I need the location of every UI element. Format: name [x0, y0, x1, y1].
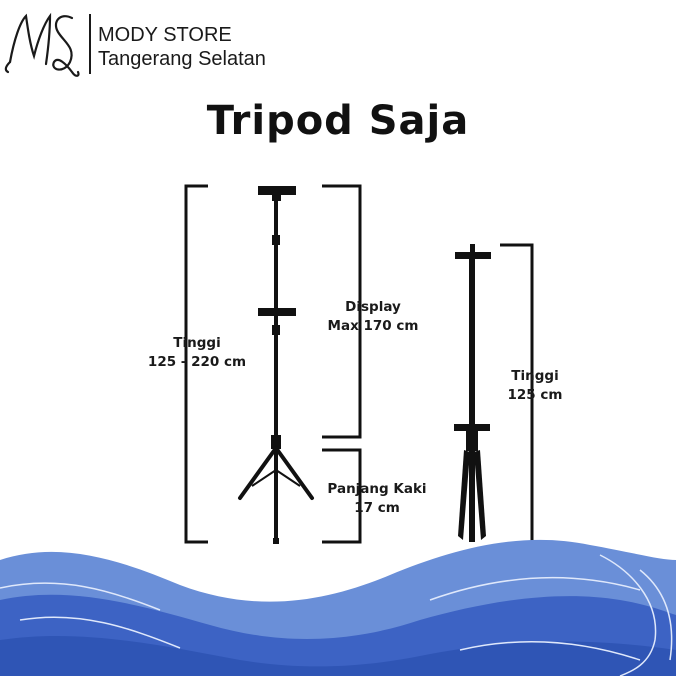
tripod-extended: [238, 186, 314, 544]
label-leg-line1: Panjang Kaki: [327, 481, 427, 497]
label-display-line1: Display: [345, 299, 401, 315]
tripod-folded: [454, 244, 491, 542]
wave-decoration: [0, 539, 676, 676]
bracket-display: [322, 184, 362, 439]
brand-divider: [89, 14, 91, 74]
store-city: Tangerang Selatan: [98, 48, 266, 70]
page-title: Tripod Saja: [206, 98, 470, 144]
label-height-folded-line2: 125 cm: [507, 387, 563, 403]
label-height-full-line1: Tinggi: [173, 335, 221, 351]
label-height-full: Tinggi 125 - 220 cm: [137, 334, 257, 372]
store-name: MODY STORE: [98, 24, 232, 46]
label-height-folded: Tinggi 125 cm: [495, 367, 575, 405]
label-leg-line2: 17 cm: [354, 500, 400, 516]
label-height-full-line2: 125 - 220 cm: [147, 354, 247, 370]
bracket-height-full: [184, 184, 208, 544]
logo-monogram: [4, 12, 80, 77]
label-display-line2: Max 170 cm: [327, 318, 419, 334]
label-leg: Panjang Kaki 17 cm: [316, 480, 438, 518]
label-height-folded-line1: Tinggi: [511, 368, 559, 384]
bracket-leg: [322, 448, 362, 544]
label-display: Display Max 170 cm: [315, 298, 431, 336]
